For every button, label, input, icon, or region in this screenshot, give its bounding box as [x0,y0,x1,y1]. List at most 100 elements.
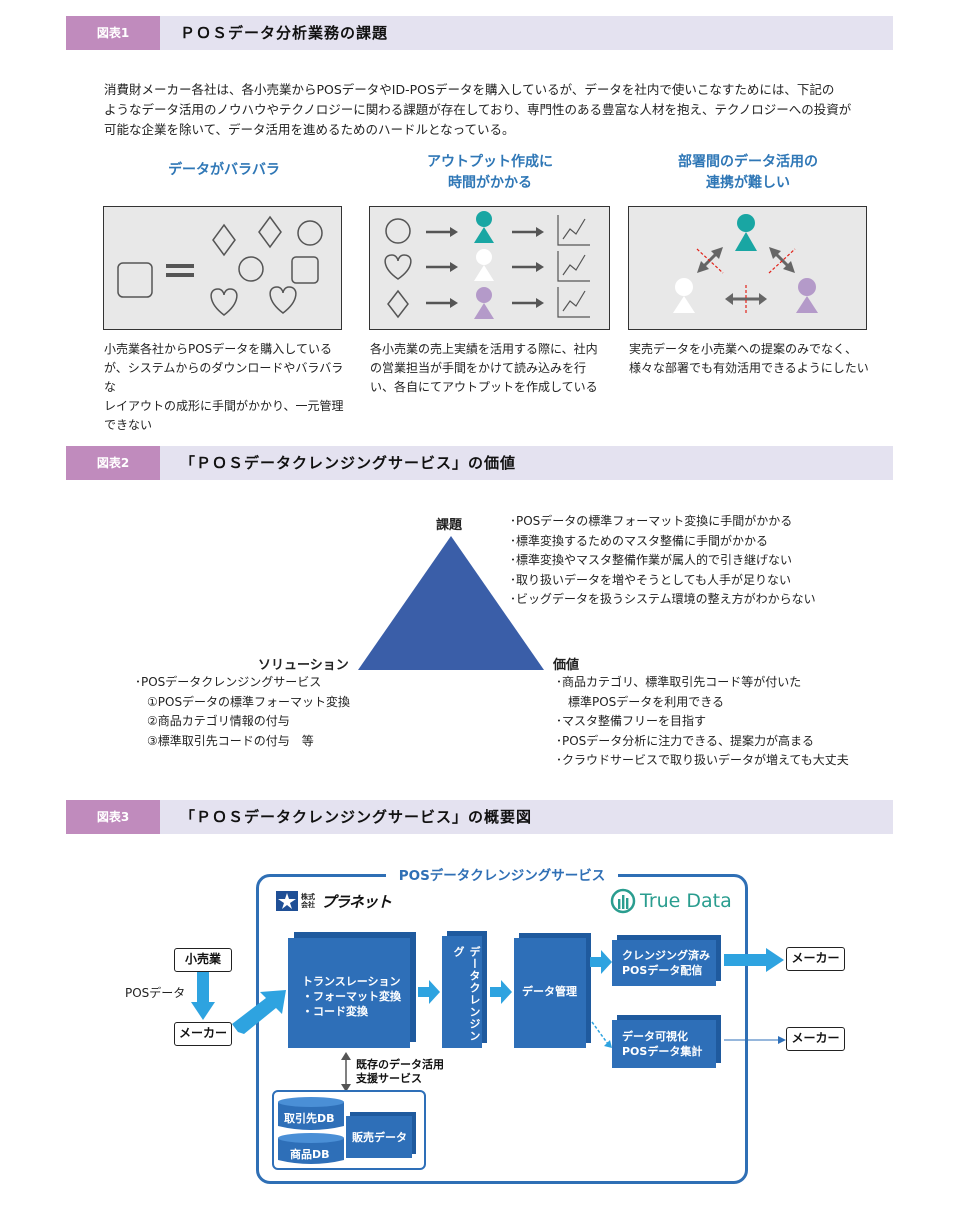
right-arrow-icon [590,950,612,974]
support-label-line: 支援サービス [356,1072,422,1085]
value-list: ･商品カテゴリ、標準取引先コード等が付いた 標準POSデータを利用できる ･マス… [556,673,849,771]
cleansing-label: データクレンジング [452,946,481,1042]
data-management-block: データ管理 [514,938,586,1048]
list-item: ･POSデータ分析に注力できる、提案力が高まる [556,733,815,748]
list-item: ･標準変換するためのマスタ整備に手間がかかる [510,533,769,548]
partner-db-label: 取引先DB [284,1112,335,1125]
diagonal-arrow-icon [232,990,286,1034]
delivery-block: クレンジング済み POSデータ配信 [612,940,716,986]
col1-title: データがバラバラ [104,160,344,181]
sales-data-label: 販売データ [352,1131,407,1144]
broken-link-mark [696,248,796,315]
double-arrow-icon [341,1052,351,1092]
list-item: 標準POSデータを利用できる [556,694,725,709]
down-arrow-icon [191,972,215,1020]
fig2-title: 「ＰＯＳデータクレンジングサービス」の価値 [180,454,517,472]
diamond-icon [212,223,236,257]
fig2-tag: 図表2 [66,446,160,480]
fig1-title: ＰＯＳデータ分析業務の課題 [180,24,389,42]
dashed-arrow-icon [591,1021,612,1048]
circle-icon [385,218,411,244]
service-frame-title: POSデータクレンジングサービス [386,866,618,886]
person-purple-icon [474,287,494,319]
issues-list: ･POSデータの標準フォーマット変換に手間がかかる ･標準変換するためのマスタ整… [510,512,816,610]
maker-input-box: メーカー [174,1022,232,1046]
translation-item: ・コード変換 [302,1005,368,1018]
heart-icon [269,286,297,314]
list-item: ①POSデータの標準フォーマット変換 [135,694,351,709]
translation-title: トランスレーション [302,975,401,988]
col2-title: アウトプット作成に 時間がかかる [370,152,610,194]
product-db-label: 商品DB [290,1148,330,1161]
col1-title-line: データがバラバラ [168,162,280,178]
support-label-line: 既存のデータ活用 [356,1058,444,1071]
desc-line: できない [104,418,153,432]
cleansing-block: データクレンジング [442,936,482,1048]
left-label: ソリューション [258,658,349,673]
desc-line: 小売業各社からPOSデータを購入している [104,342,332,356]
support-label: 既存のデータ活用 支援サービス [356,1058,444,1086]
list-item: ③標準取引先コードの付与 等 [135,733,314,748]
person-teal-icon [735,214,757,251]
col1-desc: 小売業各社からPOSデータを購入している が、システムからのダウンロードやバラバ… [104,340,349,435]
list-item: ･標準変換やマスタ整備作業が属人的で引き継げない [510,553,793,567]
desc-line: 様々な部署でも有効活用できるようにしたい [629,361,869,375]
list-item: ･取り扱いデータを増やそうとしても人手が足りない [510,572,792,587]
col3-title-line: 連携が難しい [706,175,790,191]
desc-line: い、各自にてアウトプットを作成している [370,380,598,394]
value-triangle [358,536,544,670]
intro-line: 可能な企業を除いて、データ活用を進めるためのハードルとなっている。 [104,122,515,137]
solution-list: ･POSデータクレンジングサービス ①POSデータの標準フォーマット変換 ②商品… [135,673,350,751]
planet-logo-small: 株式 会社 [301,893,315,909]
visualization-label: データ可視化 [622,1030,688,1043]
col2-desc: 各小売業の売上実績を活用する際に、社内 の営業担当が手間をかけて読み込みを行 い… [370,340,615,397]
planet-logo: 株式 会社 プラネット [276,890,392,912]
fig3-header: 図表3 「ＰＯＳデータクレンジングサービス」の概要図 [66,800,893,834]
col2-title-line: アウトプット作成に [427,154,553,170]
list-item: ･マスタ整備フリーを目指す [556,714,707,728]
heart-icon [384,254,412,280]
line-chart-icon [557,215,590,318]
list-item: ･POSデータクレンジングサービス [135,675,322,689]
list-item: ･商品カテゴリ、標準取引先コード等が付いた [556,675,802,689]
maker-output-box: メーカー [786,1027,845,1051]
thin-arrow-icon [724,1036,786,1044]
panel-scattered-data [103,206,342,330]
planet-logo-icon [276,891,298,911]
visualization-block: データ可視化 POSデータ集計 [612,1020,716,1068]
right-label: 価値 [553,658,580,673]
diamond-icon [387,289,409,319]
desc-line: 実売データを小売業への提案のみでなく、 [629,342,858,356]
heart-icon [210,288,238,316]
visualization-label: POSデータ集計 [622,1045,703,1058]
fig1-intro: 消費財メーカー各社は、各小売業からPOSデータやID-POSデータを購入している… [104,80,874,140]
circle-icon [238,256,264,282]
sales-data-block: 販売データ [346,1116,412,1158]
list-item: ･ビッグデータを扱うシステム環境の整え方がわからない [510,592,816,606]
intro-line: ようなデータ活用のノウハウやテクノロジーに関わる課題が存在しており、専門性のある… [104,102,852,117]
translation-item: ・フォーマット変換 [302,990,401,1003]
desc-line: レイアウトの成形に手間がかかり、一元管理 [104,399,344,413]
fig3-tag: 図表3 [66,800,160,834]
right-arrow-icon [490,980,512,1004]
delivery-label: クレンジング済み [622,949,710,962]
col3-desc: 実売データを小売業への提案のみでなく、 様々な部署でも有効活用できるようにしたい [629,340,879,378]
truedata-logo: True Data [610,886,732,916]
truedata-logo-text: True Data [640,890,732,912]
truedata-logo-icon [610,888,636,914]
right-arrow-icon [418,980,440,1004]
col3-title-line: 部署間のデータ活用の [678,154,818,170]
square-icon [117,262,153,298]
scattered-shapes-icon [117,215,323,316]
list-item: ･POSデータの標準フォーマット変換に手間がかかる [510,514,793,528]
top-label: 課題 [436,518,463,533]
data-management-label: データ管理 [522,985,577,998]
delivery-label: POSデータ配信 [622,964,703,977]
circle-icon [297,220,323,246]
fig1-header: 図表1 ＰＯＳデータ分析業務の課題 [66,16,893,50]
col2-title-line: 時間がかかる [448,175,532,191]
pos-data-label: POSデータ [125,986,186,1000]
planet-logo-text: プラネット [321,892,392,911]
panel-dept-link [628,206,867,330]
person-white-icon [474,249,494,281]
